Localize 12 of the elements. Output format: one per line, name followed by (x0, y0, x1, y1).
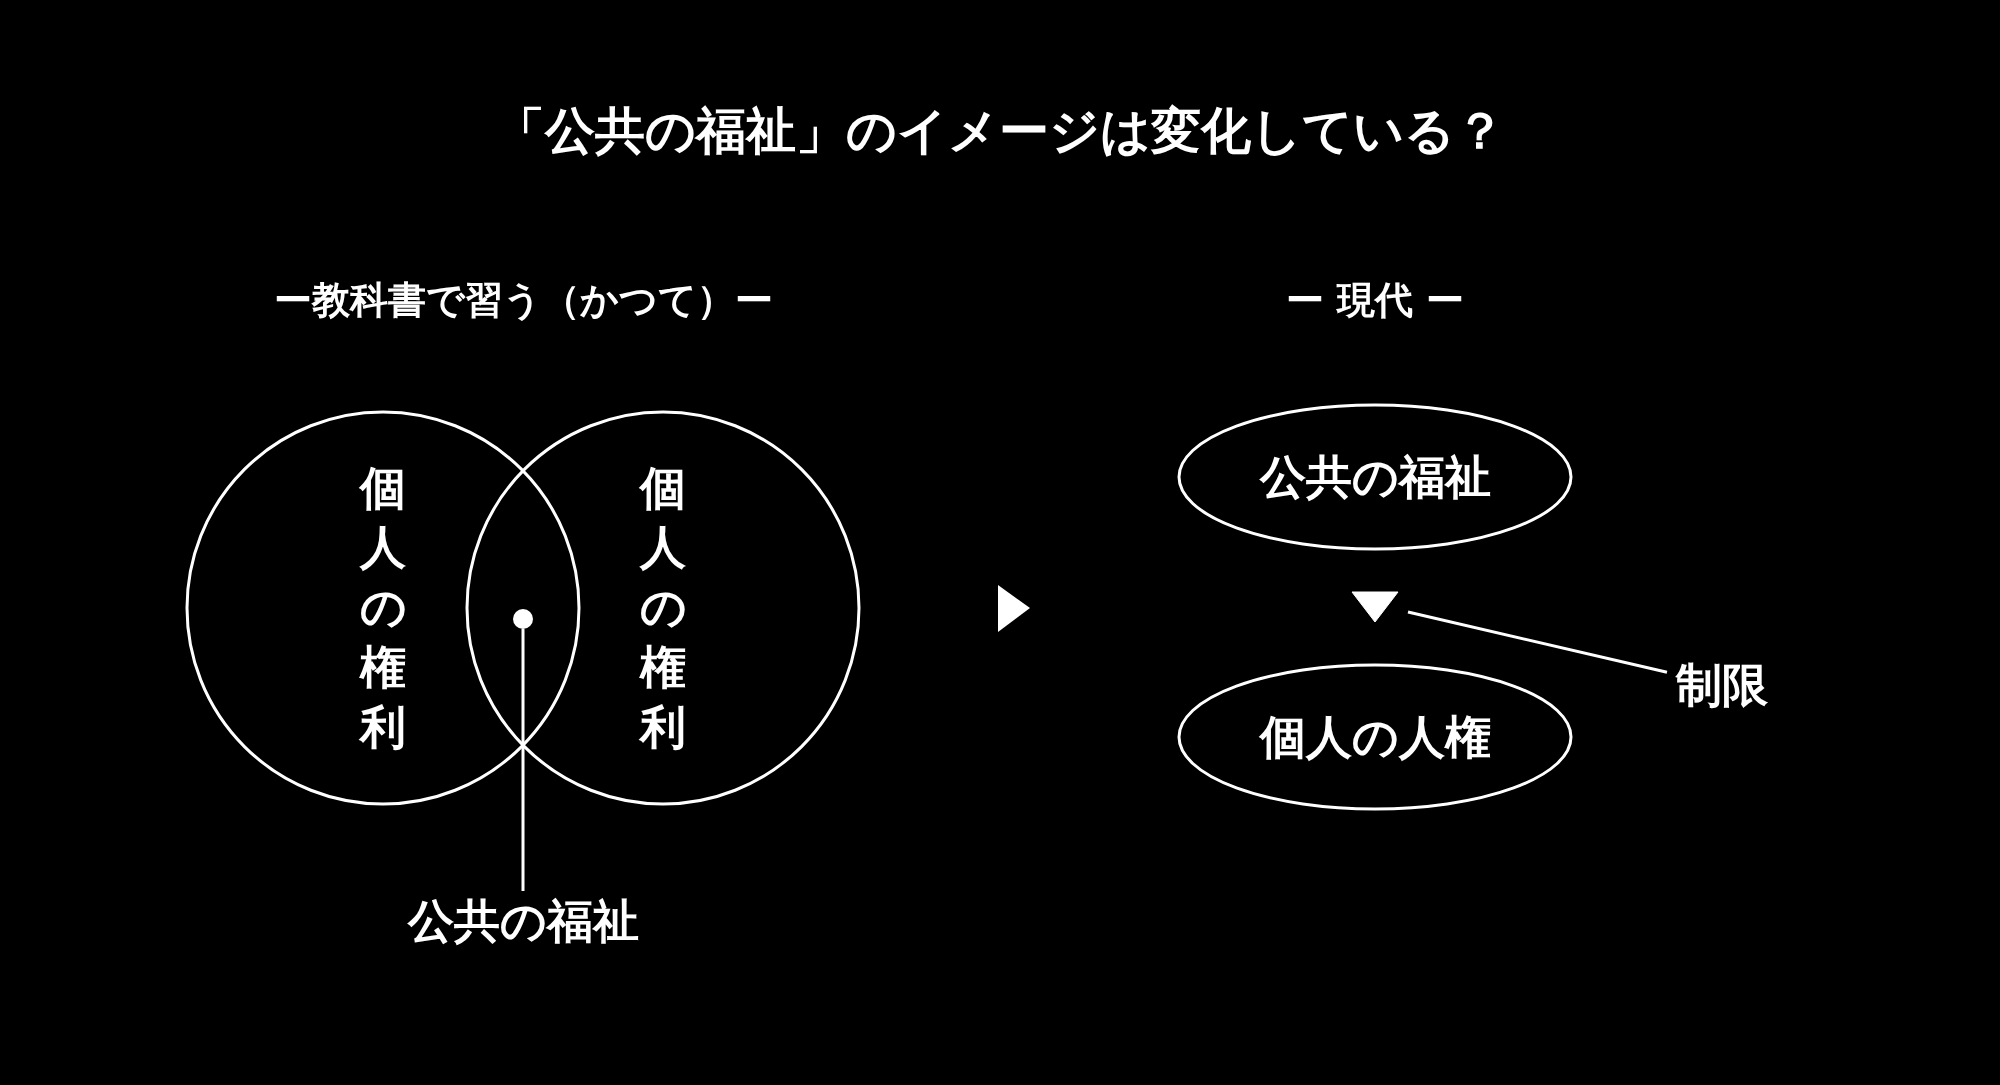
triangle-arrow (1351, 591, 1399, 623)
section-heading: ー 現代 ー (1286, 281, 1465, 319)
node-label: 制限 (1676, 662, 1768, 708)
leader-line (521, 629, 525, 891)
node-label: 個人の人権 (1259, 714, 1491, 760)
vertical-label: 個人の権利 (360, 459, 406, 756)
leader-line (1407, 610, 1668, 674)
title: 「公共の福祉」のイメージは変化している？ (495, 106, 1505, 156)
node-label: 公共の福祉 (407, 898, 639, 944)
vertical-label: 個人の権利 (640, 459, 686, 756)
section-heading: ー教科書で習う（かつて）ー (273, 281, 773, 319)
node-label: 公共の福祉 (1259, 454, 1491, 500)
